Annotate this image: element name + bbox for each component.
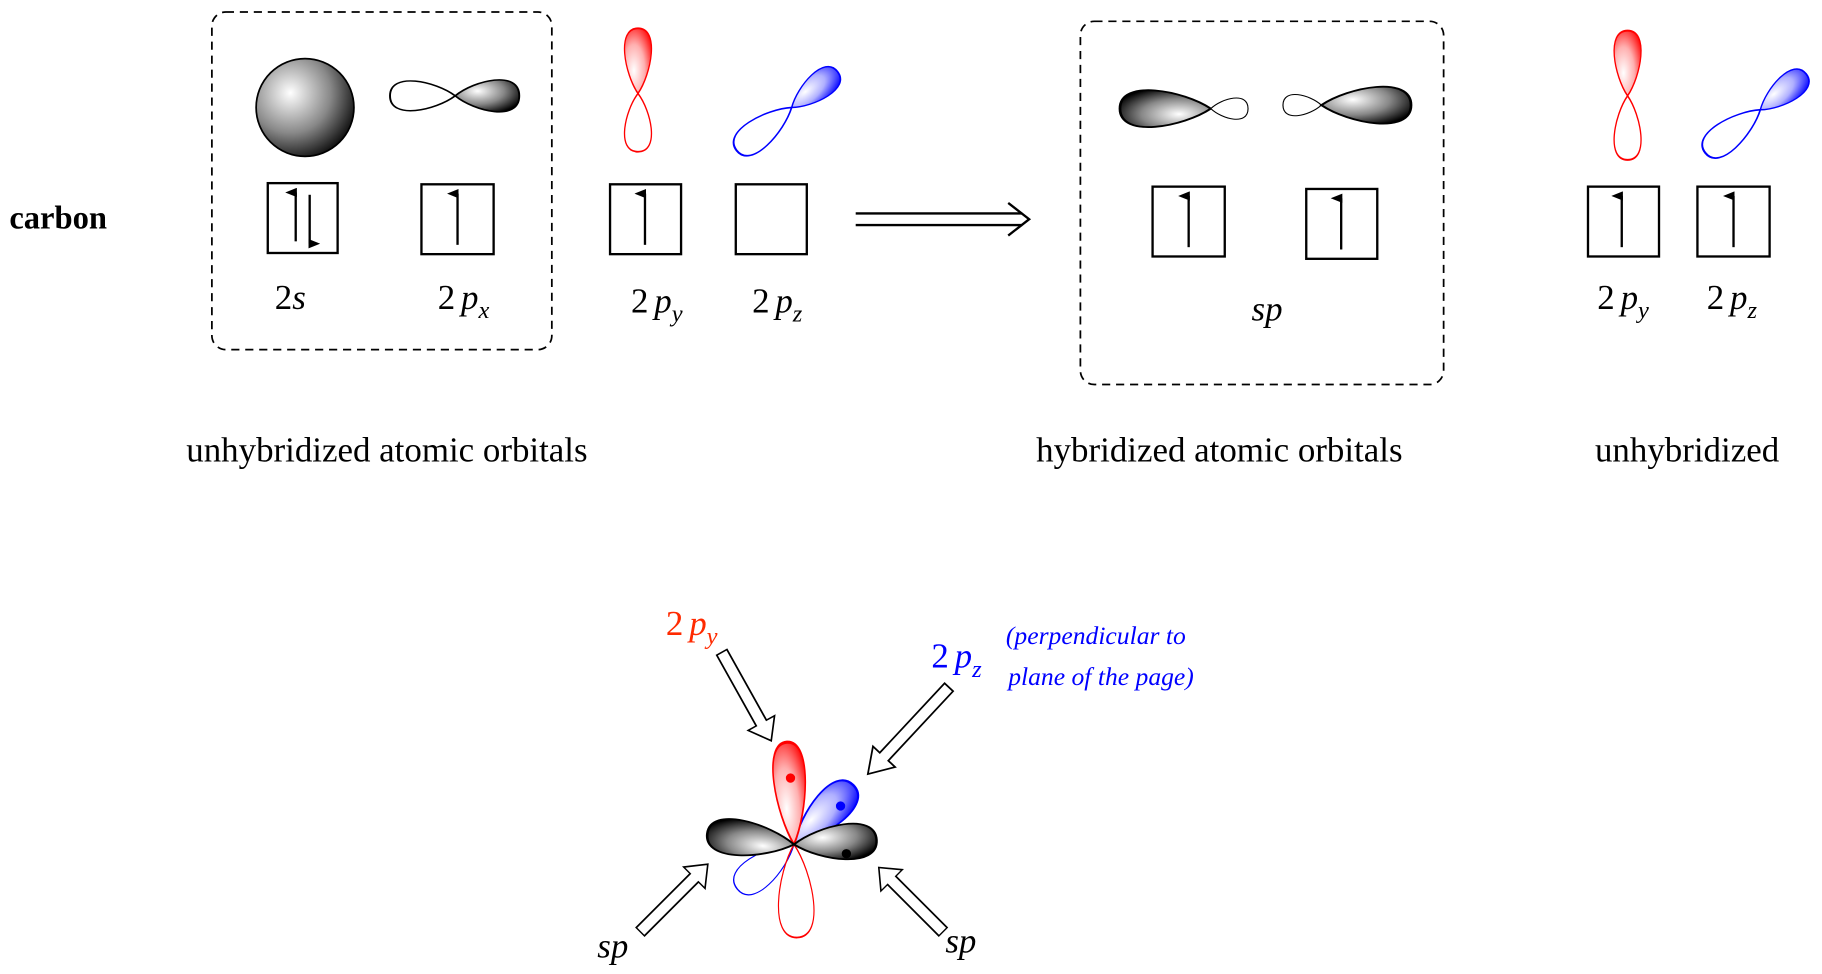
2px-electron-box (420, 183, 495, 256)
sp-pointer-label-right: sp (945, 922, 976, 961)
hybrid-group-box (1079, 20, 1445, 386)
2py-orbital (623, 27, 653, 153)
sp-electron-box-1 (1151, 185, 1226, 258)
2pz-orbital-after (1695, 62, 1816, 166)
pz-note-line-2: plane of the page) (1006, 662, 1194, 691)
2s-electron-box (266, 181, 339, 255)
2py-electron-box (608, 183, 683, 256)
sp-electron-box-2 (1305, 187, 1379, 260)
2px-orbital (389, 78, 521, 113)
2py-orbital-after (1613, 29, 1643, 161)
sp-dot (841, 849, 852, 859)
2s-label: 2s (275, 278, 306, 317)
2pz-orbital (726, 60, 847, 164)
sp-hybrid-orbital-1 (1118, 88, 1249, 129)
hollow-arrow-icon (628, 852, 720, 944)
unhybridized-caption: unhybridized (1595, 430, 1780, 469)
sp-carbon-geometry (703, 739, 879, 940)
element-label: carbon (9, 201, 107, 237)
py-dot (785, 773, 796, 783)
sp-label: sp (1252, 290, 1283, 329)
unhybridized-group-box (211, 11, 553, 351)
pz-note-line-1: (perpendicular to (1006, 621, 1186, 650)
2py-electron-box-after (1586, 185, 1661, 258)
sp-hybrid-orbital-2 (1282, 85, 1413, 125)
hollow-arrow-icon (867, 856, 955, 944)
hollow-arrow-icon (855, 676, 961, 786)
transforms-to-double-arrow-icon (855, 202, 1032, 237)
2pz-electron-box (734, 183, 808, 256)
2pz-electron-box-after (1696, 185, 1771, 258)
pz-dot (835, 801, 846, 811)
sp-pointer-label-left: sp (597, 926, 628, 965)
hybridized-atomic-orbitals-caption: hybridized atomic orbitals (1036, 430, 1402, 469)
2s-orbital-sphere (255, 57, 355, 158)
hollow-arrow-icon (707, 644, 786, 749)
unhybridized-atomic-orbitals-caption: unhybridized atomic orbitals (186, 430, 587, 469)
